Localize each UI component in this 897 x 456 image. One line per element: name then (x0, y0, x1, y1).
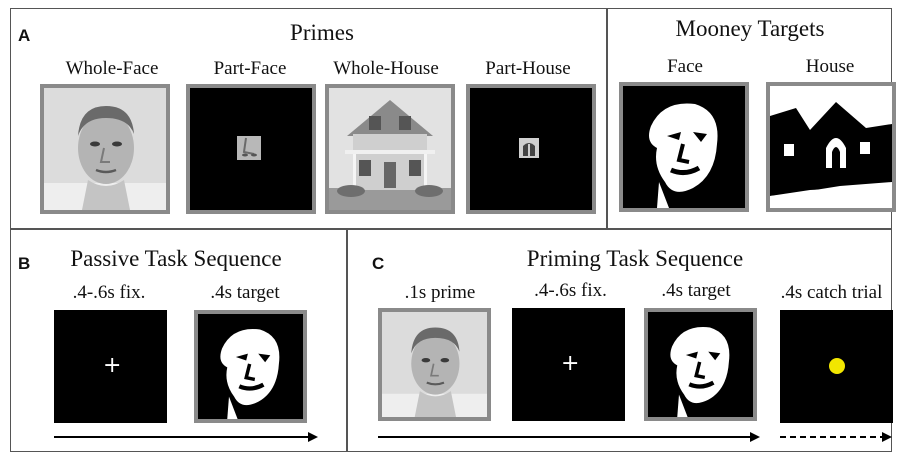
face-photo-graphic (382, 312, 487, 417)
mooney-house-graphic (770, 86, 892, 208)
mooney-house-image (766, 82, 896, 212)
priming-prime-image (378, 308, 491, 421)
priming-target-image (644, 308, 757, 421)
priming-task-heading: Priming Task Sequence (526, 246, 744, 271)
passive-time-arrow (54, 431, 318, 443)
passive-target-image (194, 310, 307, 423)
whole-house-image (325, 84, 455, 214)
panel-a-letter: A (18, 26, 31, 45)
mooney-face-graphic (623, 86, 745, 208)
part-house-image (466, 84, 596, 214)
face-photo-graphic (44, 88, 166, 210)
mooney-face-graphic (648, 312, 753, 417)
passive-fixation-label: .4-.6s fix. (72, 282, 146, 303)
prime-label-whole-house: Whole-House (333, 58, 439, 79)
target-label-house: House (805, 56, 855, 77)
priming-fixation-image: + (512, 308, 625, 421)
mooney-face-graphic (198, 314, 303, 419)
priming-fixation-label: .4-.6s fix. (534, 280, 607, 301)
target-label-face: Face (667, 56, 703, 77)
house-photo-graphic (329, 88, 451, 210)
priming-time-arrow (378, 431, 760, 443)
whole-face-image (40, 84, 170, 214)
priming-catch-label: .4s catch trial (780, 282, 883, 303)
passive-fixation-image: + (54, 310, 167, 423)
mooney-targets-heading: Mooney Targets (675, 16, 825, 41)
panel-c-letter: C (372, 254, 385, 273)
passive-target-label: .4s target (210, 282, 280, 303)
passive-task-heading: Passive Task Sequence (70, 246, 282, 271)
prime-label-part-house: Part-House (485, 58, 571, 79)
primes-heading: Primes (290, 20, 354, 45)
nose-fragment-graphic (190, 88, 312, 210)
yellow-dot (829, 358, 845, 374)
prime-label-whole-face: Whole-Face (65, 58, 159, 79)
fixation-cross: + (103, 353, 122, 378)
priming-prime-label: .1s prime (404, 282, 476, 303)
part-face-image (186, 84, 316, 214)
catch-dot-graphic (780, 310, 893, 423)
panel-b-frame (10, 228, 348, 452)
panel-a-frame (10, 8, 608, 230)
panel-b-letter: B (18, 254, 31, 273)
prime-label-part-face: Part-Face (213, 58, 287, 79)
fixation-cross: + (561, 351, 580, 376)
priming-target-label: .4s target (661, 280, 731, 301)
mooney-face-image (619, 82, 749, 212)
priming-catch-image (780, 310, 893, 423)
window-fragment-graphic (470, 88, 592, 210)
catch-trial-dashed-arrow (780, 431, 892, 443)
